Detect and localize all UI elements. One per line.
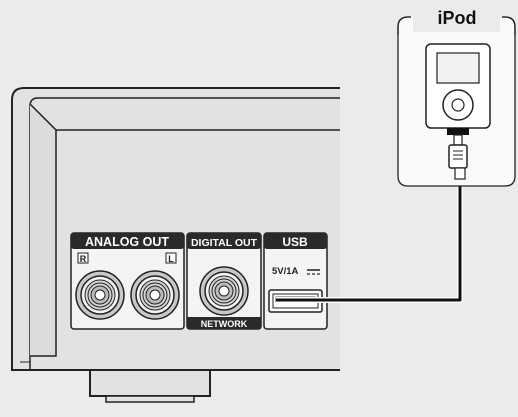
usb-label: USB [282, 235, 308, 249]
dc-symbol-icon [307, 269, 320, 275]
channel-r-marker: R [80, 254, 87, 264]
usb-rating-label: 5V/1A [272, 266, 299, 277]
digital-out-section: DIGITAL OUT NETWORK [186, 232, 262, 330]
analog-out-label: ANALOG OUT [85, 235, 169, 249]
channel-l-marker: L [168, 254, 174, 264]
digital-out-label: DIGITAL OUT [191, 237, 258, 249]
digital-out-coaxial-jack [199, 266, 249, 316]
channel-l-marker-box [165, 252, 177, 264]
network-label: NETWORK [201, 319, 248, 329]
channel-r-marker-box [77, 252, 89, 264]
usb-plug [448, 144, 468, 180]
ipod-title: iPod [438, 8, 477, 28]
usb-cable [276, 178, 463, 303]
ipod-click-wheel-icon [442, 89, 474, 121]
analog-out-section: ANALOG OUT R L [70, 232, 185, 330]
usb-section: USB 5V/1A [263, 232, 328, 330]
device-foot [89, 369, 211, 403]
analog-out-l-jack [130, 270, 180, 320]
analog-out-r-jack [75, 270, 125, 320]
ipod-device [425, 43, 491, 129]
